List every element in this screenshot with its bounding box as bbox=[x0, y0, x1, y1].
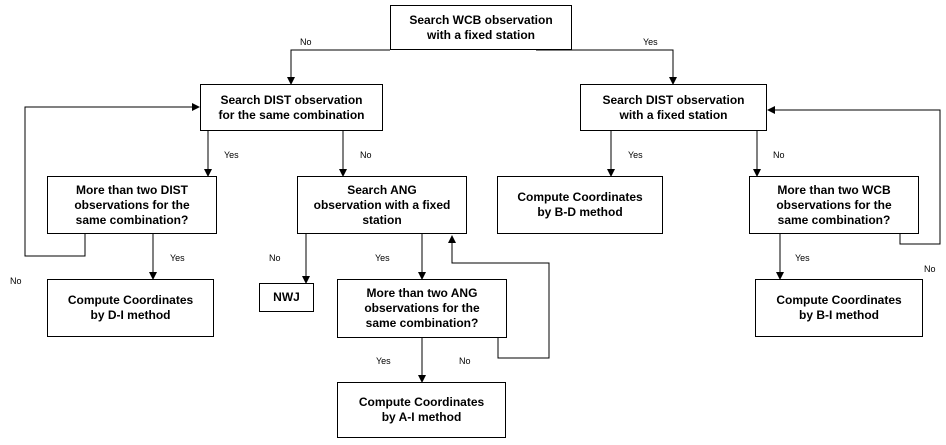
node-nwj: NWJ bbox=[259, 283, 314, 312]
label-no-more-wcb: No bbox=[924, 264, 936, 274]
node-more-dist: More than two DIST observations for the … bbox=[47, 176, 217, 234]
label-yes-wcb: Yes bbox=[643, 37, 658, 47]
edge-wcb-yes bbox=[536, 49, 677, 85]
node-search-ang: Search ANG observation with a fixed stat… bbox=[297, 176, 467, 234]
label-yes-more-wcb: Yes bbox=[795, 253, 810, 263]
label-yes-dist-same: Yes bbox=[224, 150, 239, 160]
node-search-dist-same: Search DIST observation for the same com… bbox=[200, 84, 383, 131]
label-no-dist-fixed: No bbox=[773, 150, 785, 160]
node-compute-bd: Compute Coordinates by B-D method bbox=[497, 176, 663, 234]
label-no-more-dist: No bbox=[10, 276, 22, 286]
node-compute-ai: Compute Coordinates by A-I method bbox=[337, 382, 506, 438]
label-yes-ang: Yes bbox=[375, 253, 390, 263]
label-no-ang: No bbox=[269, 253, 281, 263]
node-more-wcb: More than two WCB observations for the s… bbox=[749, 176, 919, 234]
edge-more-ang-no bbox=[448, 235, 550, 359]
label-no-dist-same: No bbox=[360, 150, 372, 160]
edge-more-wcb-no bbox=[767, 106, 941, 245]
node-search-dist-fixed: Search DIST observation with a fixed sta… bbox=[580, 84, 767, 131]
label-yes-more-dist: Yes bbox=[170, 253, 185, 263]
label-no-wcb: No bbox=[300, 37, 312, 47]
node-compute-di: Compute Coordinates by D-I method bbox=[47, 279, 214, 337]
node-search-wcb: Search WCB observation with a fixed stat… bbox=[390, 5, 572, 50]
label-no-more-ang: No bbox=[459, 356, 471, 366]
label-yes-dist-fixed: Yes bbox=[628, 150, 643, 160]
edge-wcb-no bbox=[287, 49, 390, 85]
label-yes-more-ang: Yes bbox=[376, 356, 391, 366]
edge-more-dist-no bbox=[24, 103, 200, 257]
node-more-ang: More than two ANG observations for the s… bbox=[337, 279, 507, 338]
node-compute-bi: Compute Coordinates by B-I method bbox=[755, 279, 923, 337]
